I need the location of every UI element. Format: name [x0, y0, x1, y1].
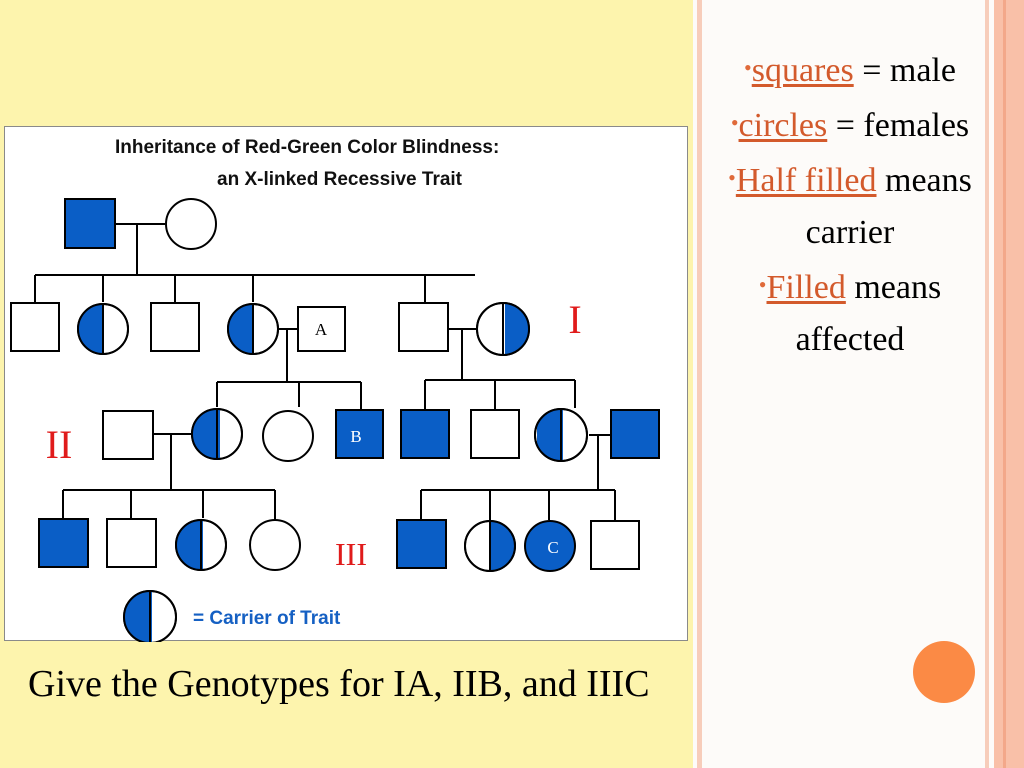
stripe-4 — [1003, 0, 1006, 768]
legend-item-filled: •Filled means affected — [758, 269, 942, 358]
carrier-key-symbol — [123, 590, 177, 642]
male-affected — [38, 518, 89, 568]
female-affected-c — [524, 520, 576, 572]
male-unaffected — [106, 518, 157, 568]
male-unaffected — [590, 520, 640, 570]
legend-item-half-filled: •Half filled means carrier — [728, 162, 972, 251]
diagram-title-line2: an X-linked Recessive Trait — [217, 169, 463, 190]
female-unaffected — [249, 519, 301, 571]
stripe-1 — [697, 0, 702, 768]
male-affected — [400, 409, 450, 459]
orange-circle-decoration — [913, 641, 975, 703]
male-unaffected — [102, 410, 154, 460]
female-carrier — [476, 302, 530, 356]
pedigree-symbols — [10, 198, 660, 642]
legend: •squares = male •circles = females •Half… — [725, 42, 975, 366]
legend-desc: = male — [853, 52, 956, 89]
male-unaffected — [10, 302, 60, 352]
legend-term: Filled — [766, 269, 846, 306]
legend-term: squares — [751, 52, 854, 89]
individual-label-c: C — [547, 538, 558, 557]
legend-item-squares: •squares = male — [744, 52, 956, 89]
legend-term: circles — [738, 107, 828, 144]
diagram-title-line1: Inheritance of Red-Green Color Blindness… — [115, 137, 499, 158]
male-unaffected — [398, 302, 449, 352]
individual-label-a: A — [315, 320, 328, 339]
female-carrier — [175, 519, 227, 571]
female-carrier — [77, 303, 129, 355]
pedigree-lines — [34, 223, 616, 520]
stripe-2 — [985, 0, 989, 768]
male-unaffected — [470, 409, 520, 459]
generation-label-iii: III — [335, 536, 367, 572]
right-panel — [693, 0, 1024, 768]
label-box-a — [297, 306, 346, 352]
pedigree-diagram: Inheritance of Red-Green Color Blindness… — [4, 126, 688, 642]
legend-desc: means affected — [795, 269, 942, 358]
stripe-3 — [994, 0, 1024, 768]
male-unaffected — [150, 302, 200, 352]
individual-label-b: B — [350, 427, 361, 446]
legend-term: Half filled — [735, 162, 877, 199]
generation-label-i: I — [568, 297, 581, 342]
female-unaffected — [262, 410, 314, 462]
legend-desc: = females — [827, 107, 970, 144]
male-affected-b — [335, 409, 384, 459]
question-text: Give the Genotypes for IA, IIB, and IIIC — [28, 663, 650, 705]
legend-desc: means carrier — [805, 162, 972, 251]
carrier-key-label: = Carrier of Trait — [193, 608, 341, 629]
male-affected — [610, 409, 660, 459]
male-affected — [396, 519, 447, 569]
female-carrier — [464, 520, 516, 572]
pedigree-svg: Inheritance of Red-Green Color Blindness… — [10, 137, 660, 642]
female-carrier — [227, 303, 279, 355]
female-carrier — [534, 408, 588, 462]
male-affected — [64, 198, 116, 249]
generation-label-ii: II — [46, 422, 73, 467]
female-carrier — [191, 408, 243, 460]
female-unaffected — [165, 198, 217, 250]
legend-item-circles: •circles = females — [730, 107, 970, 144]
